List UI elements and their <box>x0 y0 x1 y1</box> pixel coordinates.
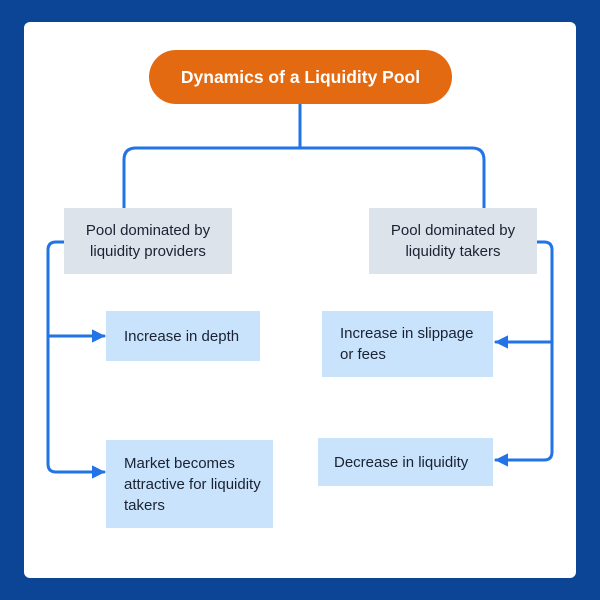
outcome-decrease-liquidity: Decrease in liquidity <box>318 438 493 486</box>
diagram-title: Dynamics of a Liquidity Pool <box>149 50 452 104</box>
right-bracket <box>535 240 554 462</box>
outcome-increase-slippage: Increase in slippage or fees <box>322 311 493 377</box>
heading-liquidity-providers: Pool dominated by liquidity providers <box>64 208 232 274</box>
outcome-market-attractive: Market becomes attractive for liquidity … <box>106 440 273 528</box>
left-bracket <box>46 240 66 474</box>
heading-liquidity-takers: Pool dominated by liquidity takers <box>369 208 537 274</box>
outcome-increase-depth: Increase in depth <box>106 311 260 361</box>
tree-connector <box>122 102 486 210</box>
